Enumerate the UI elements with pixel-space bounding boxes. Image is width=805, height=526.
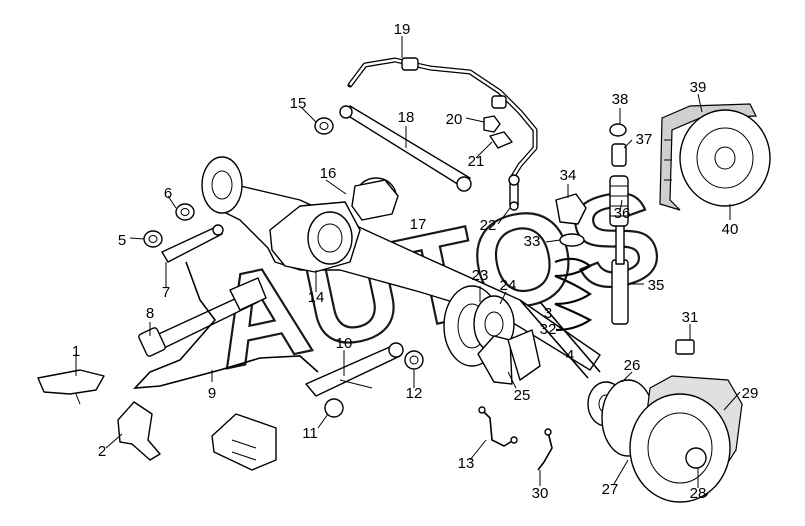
sensor-1 [37,369,105,405]
cap-38 [609,123,627,137]
callout-8: 8 [146,305,154,322]
callout-28: 28 [690,485,707,502]
brake-shoes [477,329,541,385]
callout-9: 9 [208,385,216,402]
stabilizer-bar [347,57,538,181]
callout-11: 11 [302,425,318,442]
bump-stop-37 [611,143,627,167]
handbrake-cable [133,261,319,389]
mount-block [211,413,277,471]
callout-24: 24 [500,277,517,294]
shock-absorber [609,175,629,325]
callout-14: 14 [308,289,325,306]
callout-36: 36 [614,205,631,222]
lower-arm-7 [161,224,224,263]
bushing-15 [314,117,334,135]
callout-40: 40 [722,221,739,238]
callout-30: 30 [532,485,549,502]
bracket-20 [483,115,501,133]
callout-23: 23 [472,267,489,284]
callout-2: 2 [98,443,106,460]
callout-38: 38 [612,91,629,108]
propshaft [138,277,267,357]
clamp-21 [489,131,513,149]
callout-27: 27 [602,481,619,498]
bushing-6 [175,203,195,221]
callout-22: 22 [480,217,497,234]
half-shaft [519,299,601,379]
callout-37: 37 [636,131,653,148]
callout-13: 13 [458,455,475,472]
callout-20: 20 [446,111,463,128]
upper-mount-34 [555,193,587,225]
callout-3: 3 [544,305,552,322]
hub-nut-28 [685,447,707,469]
callout-29: 29 [742,385,759,402]
callout-17: 17 [410,216,427,233]
end-link-22 [508,174,520,211]
callout-1: 1 [72,343,80,360]
callout-31: 31 [682,309,699,326]
callout-19: 19 [394,21,411,38]
bushing-11 [324,398,344,418]
callout-5: 5 [118,232,126,249]
callout-12: 12 [406,385,423,402]
brake-hose [478,406,518,447]
leader-lines [75,36,741,488]
bushing-5 [143,230,163,248]
callout-21: 21 [468,153,485,170]
spare-wheel [679,109,771,207]
spare-wheel-cover [659,103,757,211]
callout-18: 18 [398,109,415,126]
callout-39: 39 [690,79,707,96]
coil-spring [554,257,593,332]
callout-7: 7 [162,284,170,301]
callout-25: 25 [514,387,531,404]
sensor-31 [675,339,695,355]
lower-link-10 [305,342,404,397]
callout-35: 35 [648,277,665,294]
bracket-2 [117,401,161,461]
spring-seat-33 [559,233,585,247]
callout-32: 32 [540,321,557,338]
callout-10: 10 [336,335,353,352]
callout-16: 16 [320,165,337,182]
wheel-rim [629,375,743,503]
callout-26: 26 [624,357,641,374]
callout-15: 15 [290,95,307,112]
callout-33: 33 [524,233,541,250]
bushing-12 [404,350,424,370]
differential-cover [351,179,399,221]
callout-4: 4 [566,347,574,364]
sensor-cable-30 [537,428,553,471]
callout-34: 34 [560,167,577,184]
callout-6: 6 [164,185,172,202]
callout-labels: 1 2 3 4 5 6 7 8 9 10 11 12 13 14 15 16 1… [72,21,759,502]
